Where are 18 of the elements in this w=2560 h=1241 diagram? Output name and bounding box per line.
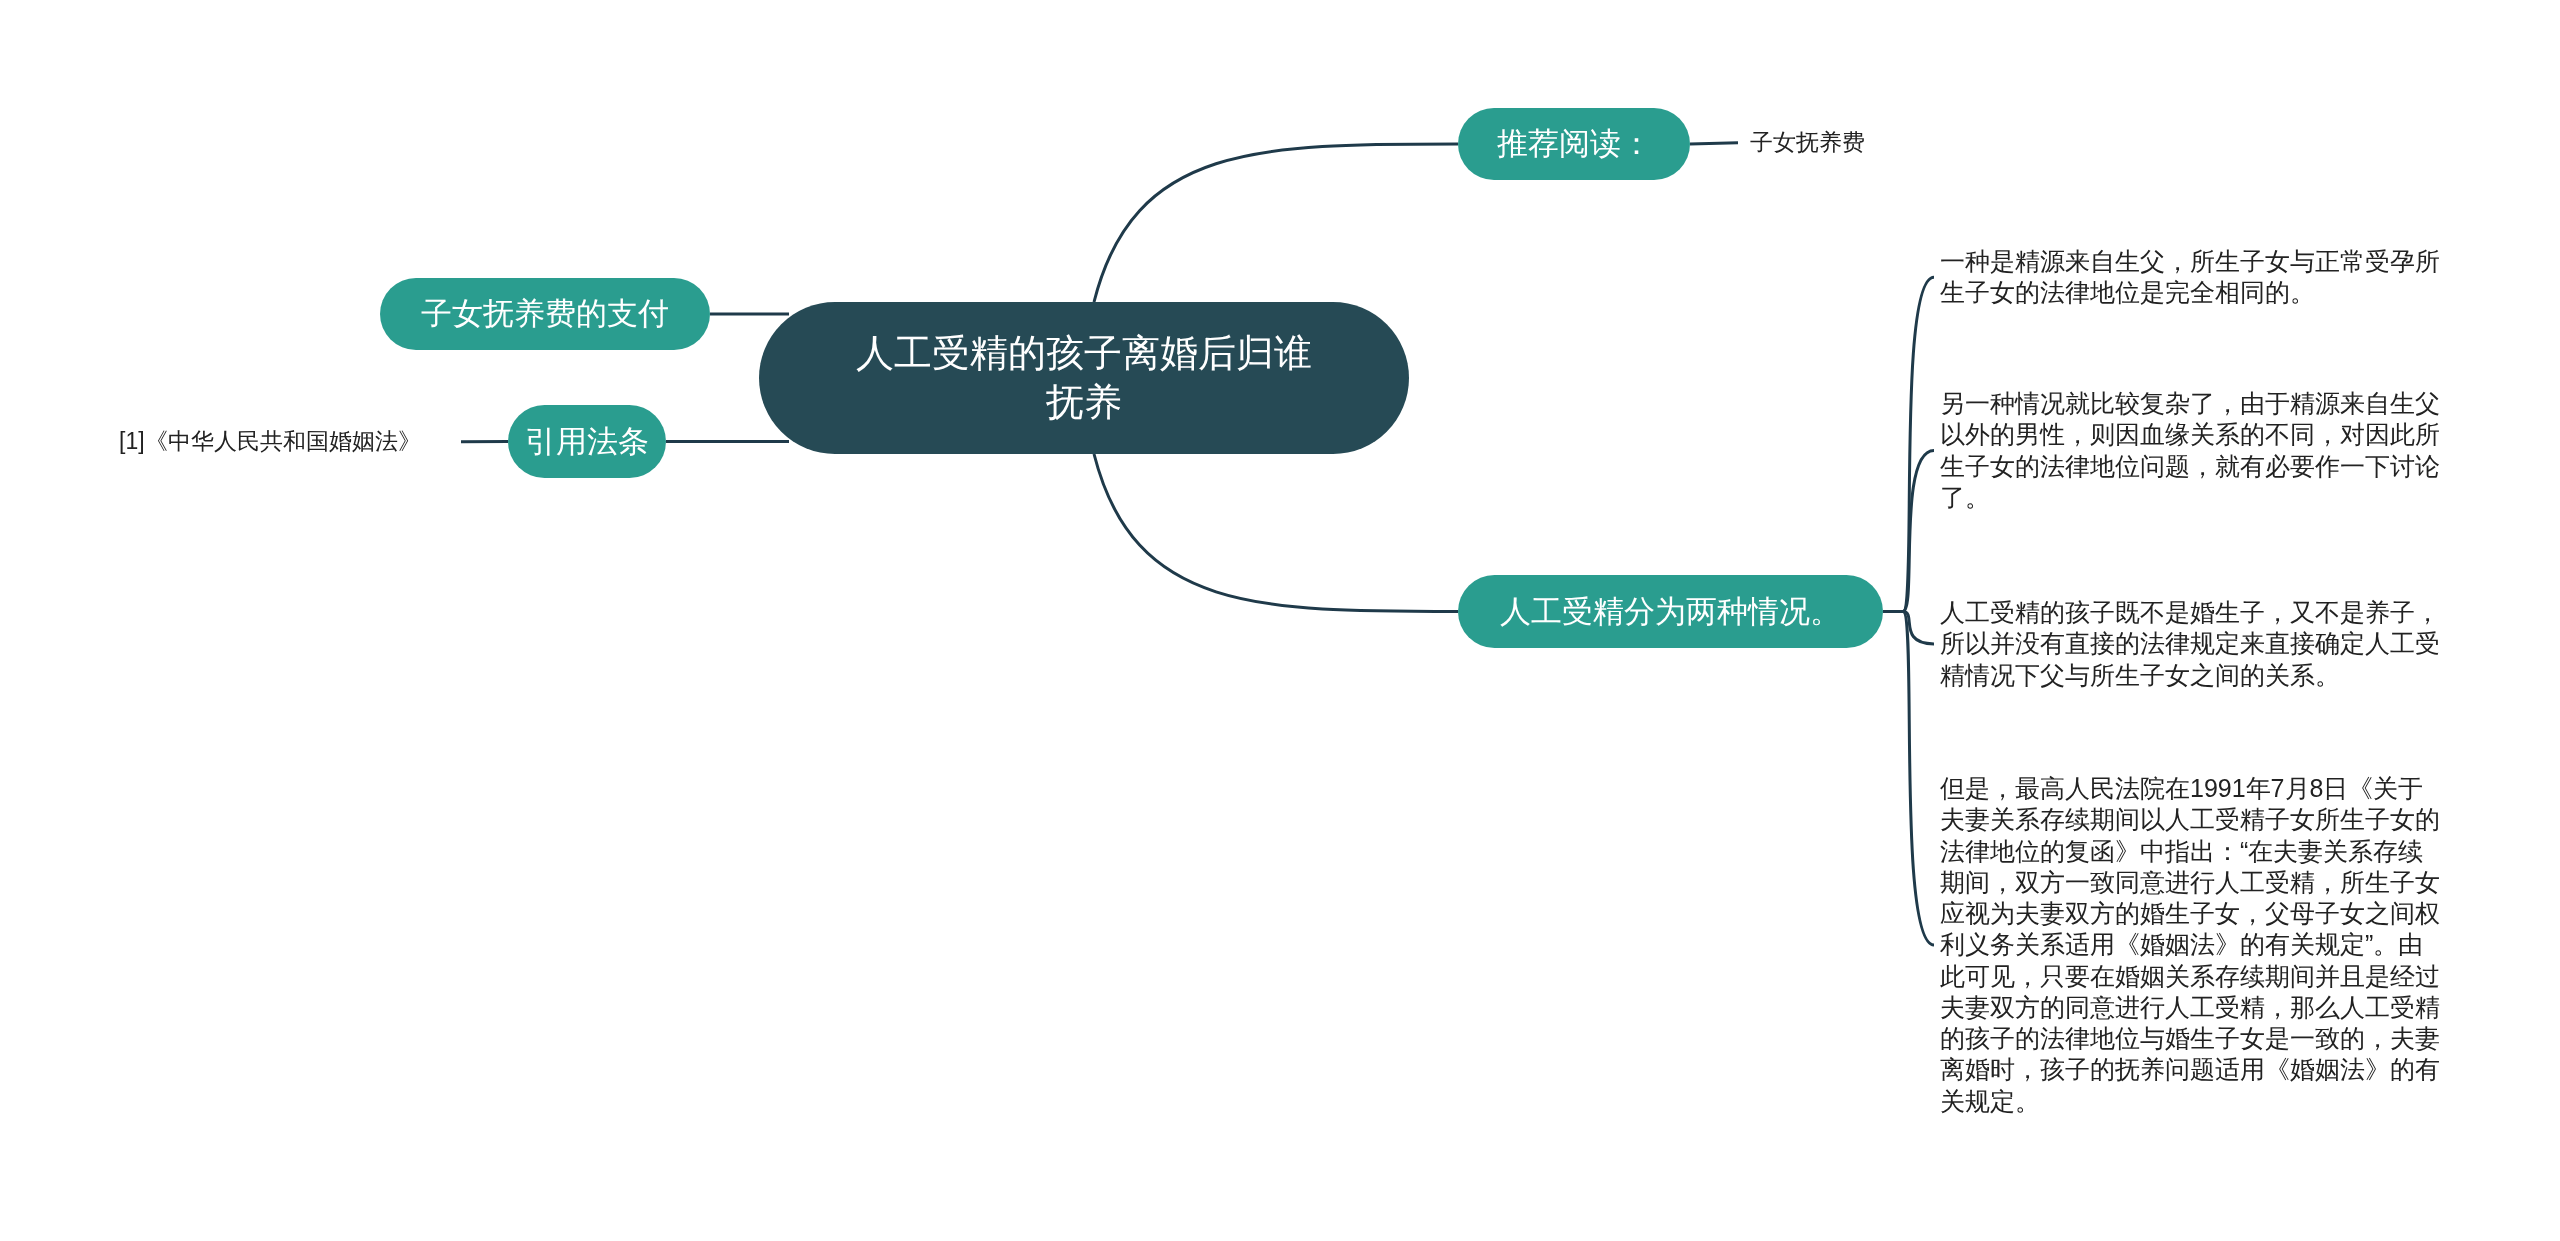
topic-box: 推荐阅读： (1458, 108, 1690, 180)
note-text: 但是，最高人民法院在1991年7月8日《关于夫妻关系存续期间以人工受精子女所生子女的法律地位的复函》中指出：“在夫妻关系存续期间，双方一致同意进行人工受精，所生子女应视为夫妻双方的婚生子女，父母子女之间权利义务关系适用《婚姻法》的有关规定”。由此可见，只要在婚姻关系存续期间并且是经过夫妻双方的同意进行人工受精，那么人工受精的孩子的法律地位与婚生子女是一致的，夫妻离婚时，孩子的抚养问题适用《婚姻法》的有关规定。 (1940, 773, 2440, 1117)
topic-box: 引用法条 (508, 405, 666, 478)
connector-line (1689, 141, 1739, 146)
connector-line (1092, 453, 1458, 613)
note-text: 人工受精的孩子既不是婚生子，又不是养子，所以并没有直接的法律规定来直接确定人工受精情况下父与所生子女之间的关系。 (1940, 597, 2440, 691)
note-text: 一种是精源来自生父，所生子女与正常受孕所生子女的法律地位是完全相同的。 (1940, 246, 2440, 309)
connector-line (666, 440, 789, 443)
note-text: 子女抚养费 (1750, 129, 1900, 157)
connector-line (710, 312, 789, 316)
central-topic-box: 人工受精的孩子离婚后归谁抚养 (759, 302, 1409, 454)
connector-line (1883, 610, 1935, 947)
topic-box: 子女抚养费的支付 (380, 278, 710, 350)
note-text: 另一种情况就比较复杂了，由于精源来自生父以外的男性，则因血缘关系的不同，对因此所生子女的法律地位问题，就有必要作一下讨论了。 (1940, 388, 2440, 513)
connector-line (461, 440, 508, 444)
note-text: [1]《中华人民共和国婚姻法》 (119, 428, 449, 456)
topic-box: 人工受精分为两种情况。 (1458, 575, 1883, 648)
connector-line (1092, 142, 1458, 303)
